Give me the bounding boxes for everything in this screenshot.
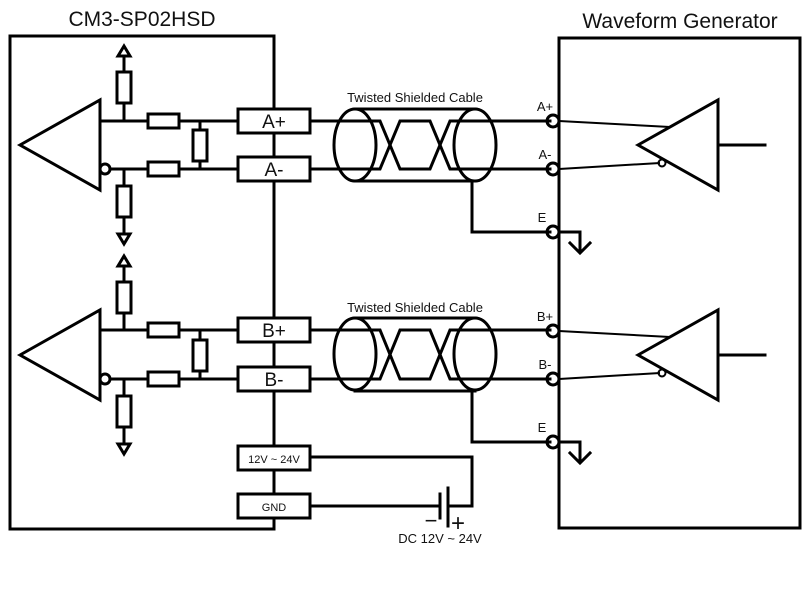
shield-ring-icon bbox=[452, 316, 498, 392]
dc-power-supply: − + DC 12V ~ 24V bbox=[308, 455, 482, 546]
terminal-power-vin: 12V ~ 24V bbox=[236, 444, 312, 472]
cable-a-label: Twisted Shielded Cable bbox=[347, 90, 483, 105]
svg-text:B-: B- bbox=[265, 370, 284, 391]
right-device: Waveform Generator bbox=[557, 10, 802, 530]
power-supply-label: DC 12V ~ 24V bbox=[398, 531, 482, 546]
receiver-amplifier-b-icon bbox=[16, 307, 102, 403]
driver-amplifier-a-icon bbox=[634, 97, 720, 193]
series-resistor-a-neg bbox=[146, 160, 181, 178]
shield-ring-icon bbox=[452, 107, 498, 183]
twisted-shielded-cable-a: Twisted Shielded Cable bbox=[308, 90, 552, 234]
vcc-arrow-icon bbox=[115, 43, 133, 58]
svg-text:GND: GND bbox=[262, 502, 287, 514]
svg-text:A-: A- bbox=[539, 147, 552, 162]
svg-text:E: E bbox=[538, 420, 547, 435]
generator-channel-b: B+ B- E bbox=[537, 307, 767, 466]
pullup-resistor-b bbox=[115, 280, 133, 315]
terminal-b-pos: B+ bbox=[236, 316, 312, 344]
right-device-box bbox=[557, 36, 802, 530]
terminal-a-pos: A+ bbox=[236, 107, 312, 135]
svg-text:A+: A+ bbox=[262, 112, 286, 133]
svg-text:A-: A- bbox=[265, 160, 284, 181]
left-device: CM3-SP02HSD bbox=[8, 8, 276, 531]
svg-text:12V ~ 24V: 12V ~ 24V bbox=[248, 454, 300, 466]
receiver-circuit-a bbox=[16, 43, 240, 247]
left-device-title: CM3-SP02HSD bbox=[68, 8, 215, 31]
shield-ring-icon bbox=[332, 316, 378, 392]
receiver-circuit-b bbox=[16, 253, 240, 457]
twisted-shielded-cable-b: Twisted Shielded Cable bbox=[308, 300, 552, 444]
ground-arrow-icon bbox=[115, 232, 133, 247]
termination-resistor-b bbox=[191, 338, 209, 373]
vcc-arrow-icon bbox=[115, 253, 133, 268]
right-device-title: Waveform Generator bbox=[582, 10, 777, 33]
battery-minus-sign: − bbox=[425, 508, 438, 533]
receiver-amplifier-a-icon bbox=[16, 97, 102, 193]
svg-text:B+: B+ bbox=[262, 321, 286, 342]
generator-channel-a: A+ A- E bbox=[537, 97, 767, 256]
termination-resistor-a bbox=[191, 128, 209, 163]
svg-text:B+: B+ bbox=[537, 309, 553, 324]
shield-ring-icon bbox=[332, 107, 378, 183]
pulldown-resistor-b bbox=[115, 394, 133, 429]
pulldown-resistor-a bbox=[115, 184, 133, 219]
svg-text:A+: A+ bbox=[537, 99, 553, 114]
terminal-power-gnd: GND bbox=[236, 492, 312, 520]
earth-ground-icon bbox=[567, 450, 593, 466]
cable-b-label: Twisted Shielded Cable bbox=[347, 300, 483, 315]
svg-text:B-: B- bbox=[539, 357, 552, 372]
driver-amplifier-b-icon bbox=[634, 307, 720, 403]
series-resistor-b-pos bbox=[146, 321, 181, 339]
left-device-box bbox=[8, 34, 276, 531]
terminal-a-neg: A- bbox=[236, 155, 312, 183]
series-resistor-a-pos bbox=[146, 112, 181, 130]
ground-arrow-icon bbox=[115, 442, 133, 457]
pullup-resistor-a bbox=[115, 70, 133, 105]
earth-ground-icon bbox=[567, 240, 593, 256]
terminal-b-neg: B- bbox=[236, 365, 312, 393]
series-resistor-b-neg bbox=[146, 370, 181, 388]
svg-text:E: E bbox=[538, 210, 547, 225]
battery-plus-sign: + bbox=[451, 510, 465, 537]
